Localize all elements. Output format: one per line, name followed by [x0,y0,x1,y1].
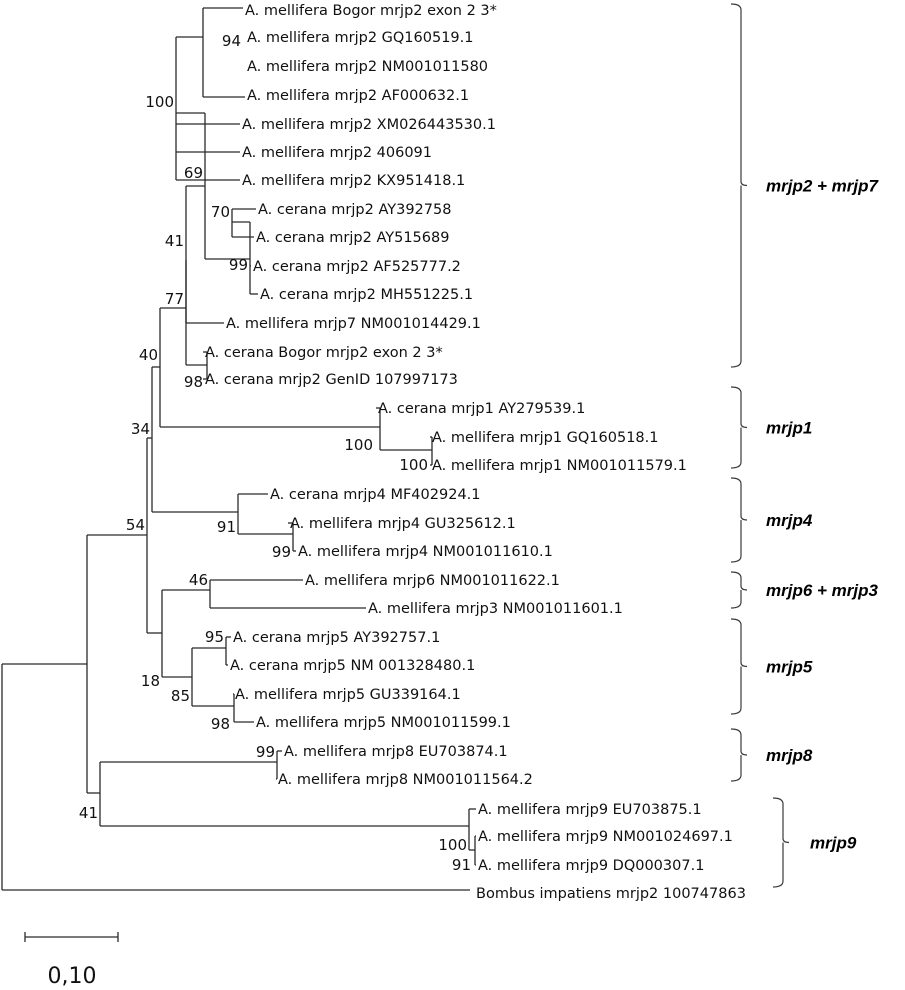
clade-bracket [730,3,748,368]
leaf-label: A. mellifera mrjp5 GU339164.1 [235,687,461,703]
leaf-label: A. mellifera mrjp2 GQ160519.1 [247,30,474,46]
bootstrap-value: 70 [211,203,230,221]
leaf-label: A. cerana Bogor mrjp2 exon 2 3* [205,345,443,361]
bootstrap-value: 91 [217,518,236,536]
bootstrap-value: 98 [184,373,203,391]
leaf-label: A. mellifera mrjp7 NM001014429.1 [226,316,481,332]
bootstrap-value: 91 [452,856,471,874]
bootstrap-value: 98 [211,715,230,733]
leaf-label: A. mellifera mrjp8 EU703874.1 [284,744,508,760]
clade-bracket [730,571,748,609]
bootstrap-value: 18 [141,672,160,690]
clade-label: mrjp2 + mrjp7 [766,177,880,196]
leaf-label: A. mellifera mrjp2 XM026443530.1 [242,117,496,133]
leaf-label: A. mellifera mrjp2 406091 [242,145,432,161]
bootstrap-value: 99 [272,543,291,561]
bootstrap-value: 77 [165,290,184,308]
leaf-label: A. mellifera mrjp1 GQ160518.1 [432,430,659,446]
clade-bracket [730,618,748,715]
leaf-label: A. mellifera mrjp2 AF000632.1 [247,88,469,104]
bootstrap-value: 100 [438,836,467,854]
clade-label: mrjp6 + mrjp3 [766,581,879,600]
clade-label: mrjp9 [810,834,857,853]
bootstrap-values: 94 100 69 70 41 99 77 40 98 34 100 100 54 91 99 46 18 95 8… [79,32,471,874]
leaf-label: A. cerana mrjp2 MH551225.1 [260,287,473,303]
bootstrap-value: 41 [165,232,184,250]
bootstrap-value: 54 [126,516,145,534]
bootstrap-value: 99 [229,256,248,274]
clade-brackets: mrjp2 + mrjp7 mrjp1 mrjp4 mrjp6 + mrjp3 mrjp… [730,3,880,888]
leaf-label: Bombus impatiens mrjp2 100747863 [476,886,746,902]
bootstrap-value: 41 [79,804,98,822]
clade-bracket [730,728,748,782]
bootstrap-value: 46 [189,571,208,589]
leaf-label: A. mellifera mrjp9 EU703875.1 [478,802,702,818]
leaf-label: A. mellifera mrjp4 NM001011610.1 [298,544,553,560]
leaf-labels: A. mellifera Bogor mrjp2 exon 2 3* A. mel… [205,3,746,902]
leaf-label: A. mellifera mrjp5 NM001011599.1 [256,715,511,731]
leaf-label: A. mellifera Bogor mrjp2 exon 2 3* [245,3,497,19]
leaf-label: A. cerana mrjp2 AF525777.2 [253,259,461,275]
scale-bar: 0,10 [24,932,119,989]
bootstrap-value: 94 [222,32,241,50]
clade-label: mrjp4 [766,511,813,530]
leaf-label: A. mellifera mrjp6 NM001011622.1 [305,573,560,589]
clade-label: mrjp5 [766,658,813,677]
leaf-label: A. mellifera mrjp9 NM001024697.1 [478,829,733,845]
leaf-label: A. mellifera mrjp3 NM001011601.1 [368,601,623,617]
clade-bracket [772,797,790,888]
leaf-label: A. cerana mrjp5 AY392757.1 [233,630,440,646]
bootstrap-value: 95 [205,628,224,646]
clade-label: mrjp8 [766,746,813,765]
bootstrap-value: 85 [171,687,190,705]
bootstrap-value: 100 [145,93,174,111]
bootstrap-value: 99 [256,743,275,761]
leaf-label: A. cerana mrjp2 AY392758 [258,202,451,218]
leaf-label: A. mellifera mrjp1 NM001011579.1 [432,458,687,474]
leaf-label: A. cerana mrjp2 GenID 107997173 [205,372,458,388]
leaf-label: A. cerana mrjp1 AY279539.1 [378,401,585,417]
leaf-label: A. cerana mrjp2 AY515689 [256,230,449,246]
bootstrap-value: 34 [131,420,150,438]
bootstrap-value: 100 [344,436,373,454]
leaf-label: A. mellifera mrjp2 KX951418.1 [242,173,465,189]
leaf-label: A. mellifera mrjp8 NM001011564.2 [278,772,533,788]
leaf-label: A. mellifera mrjp4 GU325612.1 [290,516,516,532]
tree-branches [1,7,476,891]
bootstrap-value: 40 [139,346,158,364]
clade-label: mrjp1 [766,419,812,438]
clade-bracket [730,386,748,469]
scale-bar-label: 0,10 [48,964,97,989]
bootstrap-value: 69 [184,164,203,182]
leaf-label: A. cerana mrjp5 NM 001328480.1 [230,658,475,674]
leaf-label: A. mellifera mrjp2 NM001011580 [247,59,488,75]
clade-bracket [730,477,748,563]
leaf-label: A. mellifera mrjp9 DQ000307.1 [478,858,704,874]
bootstrap-value: 100 [399,456,428,474]
leaf-label: A. cerana mrjp4 MF402924.1 [270,487,481,503]
